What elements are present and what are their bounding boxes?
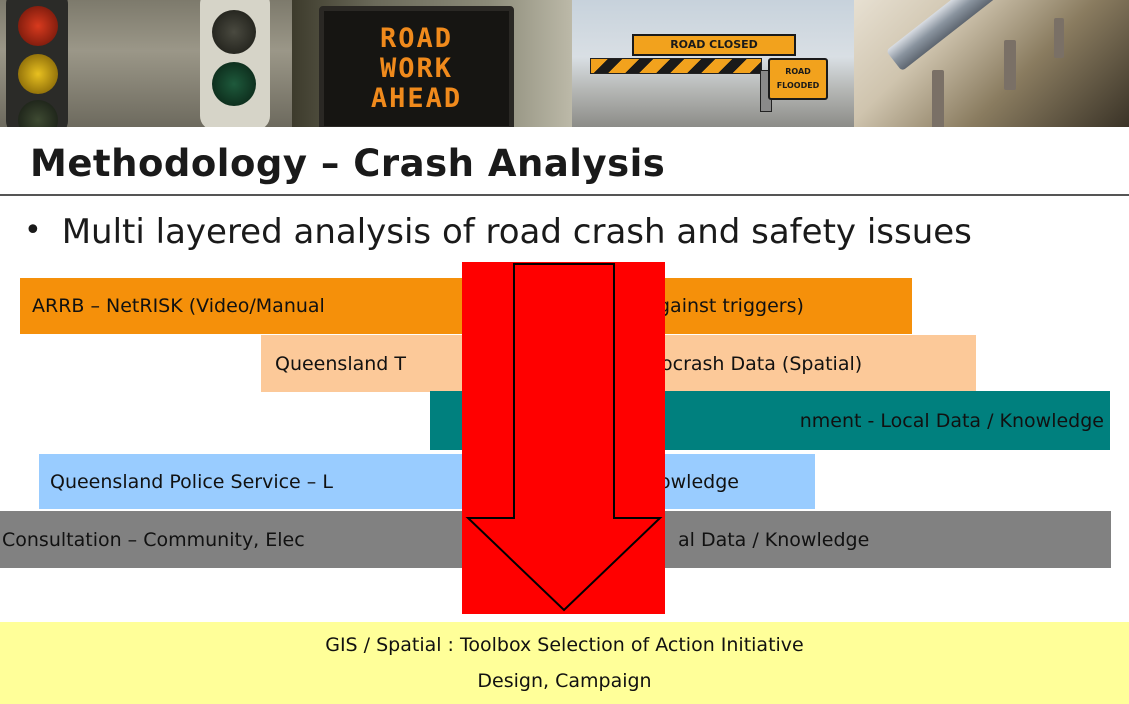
title-divider [0, 194, 1129, 196]
road-work-ahead-sign: ROAD WORK AHEAD [319, 6, 514, 127]
layer-label-right: gainst triggers) [658, 295, 804, 317]
sign-line-2: WORK [379, 52, 454, 84]
road-flooded-sign: ROAD FLOODED [768, 58, 828, 100]
layer-label: Consultation – Community, Elec [2, 528, 305, 551]
flood-sign-line-2: FLOODED [776, 81, 820, 90]
layer-label: Queensland T [275, 352, 406, 375]
layer-label-right: owledge [659, 470, 739, 493]
sign-line-3: AHEAD [370, 82, 463, 114]
sign-line-1: ROAD [379, 22, 454, 54]
outcome-line-1: GIS / Spatial : Toolbox Selection of Act… [325, 634, 804, 656]
header-banner: ROAD WORK AHEAD ROAD CLOSED ROAD FLOODED [0, 0, 1129, 127]
road-closed-barrier-photo: ROAD CLOSED ROAD FLOODED [572, 0, 854, 127]
bullet-text: Multi layered analysis of road crash and… [61, 212, 972, 252]
outcome-box: GIS / Spatial : Toolbox Selection of Act… [0, 622, 1129, 704]
outcome-line-2: Design, Campaign [477, 670, 652, 692]
bullet-point: • Multi layered analysis of road crash a… [24, 212, 972, 252]
down-arrow-icon [465, 263, 663, 612]
flood-sign-line-1: ROAD [785, 67, 811, 76]
road-closed-sign: ROAD CLOSED [632, 34, 796, 56]
traffic-lights-photo [0, 0, 292, 127]
slide-title: Methodology – Crash Analysis [30, 142, 666, 185]
layer-queensland-police: Queensland Police Service – L owledge [39, 454, 815, 509]
bullet-dot-icon: • [24, 212, 42, 248]
layer-label-right: ocrash Data (Spatial) [661, 352, 863, 375]
layer-label: nment - Local Data / Knowledge [799, 409, 1104, 432]
layer-label: Queensland Police Service – L [50, 470, 333, 493]
layer-label: ARRB – NetRISK (Video/Manual [32, 295, 325, 317]
guardrail-photo [854, 0, 1129, 127]
road-work-sign-photo: ROAD WORK AHEAD [292, 0, 572, 127]
layer-label-right: al Data / Knowledge [678, 528, 870, 551]
